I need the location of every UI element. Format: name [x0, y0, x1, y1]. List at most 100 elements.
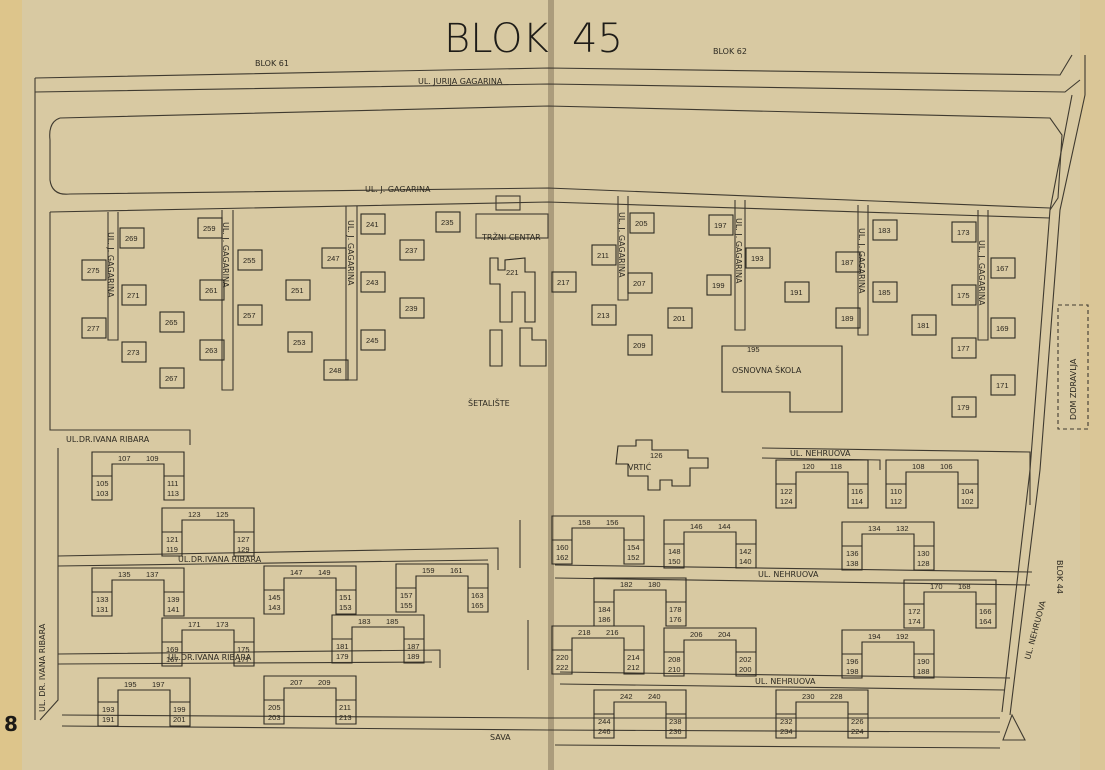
slab-number: 179	[336, 652, 349, 661]
tower-number: 239	[405, 304, 418, 313]
slab-number: 151	[339, 593, 352, 602]
page-number: 8	[4, 712, 18, 736]
slab-number: 157	[400, 591, 413, 600]
slab-number: 185	[386, 617, 399, 626]
slab-number: 146	[690, 522, 703, 531]
tower-left-20: 245	[360, 329, 386, 351]
slab-number: 236	[669, 727, 682, 736]
slab-number: 152	[627, 553, 640, 562]
tower-right-7: 197	[708, 214, 734, 236]
tower-right-13: 173	[951, 221, 977, 243]
slab-number: 183	[358, 617, 371, 626]
tower-number: 253	[293, 338, 306, 347]
slab-number: 166	[979, 607, 992, 616]
slab-number: 205	[268, 703, 281, 712]
tower-right-22: 171	[990, 374, 1016, 396]
slab-number: 138	[846, 559, 859, 568]
slab-number: 182	[620, 580, 633, 589]
tower-right-23: 179	[951, 396, 977, 418]
tower-number: 207	[633, 279, 646, 288]
slab-number: 118	[830, 462, 842, 471]
school-building	[721, 345, 843, 413]
slab-number: 155	[400, 601, 413, 610]
slab-number: 197	[152, 680, 165, 689]
slab-number: 212	[627, 663, 640, 672]
tower-number: 179	[957, 403, 970, 412]
label-setaliste: ŠETALIŠTE	[468, 397, 510, 408]
slab-number: 228	[830, 692, 843, 701]
tower-left-16: 235	[435, 211, 461, 233]
tower-left-11: 267	[159, 367, 185, 389]
title-number: 45	[572, 16, 623, 62]
tower-left-13: 253	[287, 331, 313, 353]
tower-number: 189	[841, 314, 854, 323]
tower-right-3: 207	[627, 272, 653, 294]
slab-number: 106	[940, 462, 953, 471]
tower-left-9: 273	[121, 341, 147, 363]
slab-number: 107	[118, 454, 131, 463]
slab-number: 124	[780, 497, 793, 506]
slab-number: 159	[422, 566, 435, 575]
street-j-gagarina-v2: UL. J. GAGARINA	[221, 222, 230, 288]
label-vrtic: VRTIĆ	[628, 461, 652, 472]
slab-number: 232	[780, 717, 793, 726]
tower-right-12: 183	[872, 219, 898, 241]
slab-number: 226	[851, 717, 864, 726]
tower-left-17: 237	[399, 239, 425, 261]
slab-number: 230	[802, 692, 815, 701]
slab-number: 198	[846, 667, 859, 676]
slab-number: 244	[598, 717, 611, 726]
slab-number: 142	[739, 547, 752, 556]
street-nehruova-3: UL. NEHRUOVA	[755, 677, 816, 686]
slab-number: 129	[237, 545, 250, 554]
tower-right-1: 211	[591, 244, 617, 266]
slab-number: 162	[556, 553, 569, 562]
tower-right-9: 199	[706, 274, 732, 296]
slab-number: 102	[961, 497, 974, 506]
slab-number: 190	[917, 657, 930, 666]
slab-number: 191	[102, 715, 115, 724]
slab-number: 156	[606, 518, 619, 527]
slab-number: 112	[890, 497, 902, 506]
slab-number: 193	[102, 705, 115, 714]
tower-number: 235	[441, 218, 454, 227]
street-nehruova-1: UL. NEHRUOVA	[790, 449, 851, 458]
slab-number: 109	[146, 454, 159, 463]
street-j-gagarina-v3: UL. J. GAGARINA	[346, 220, 355, 286]
slab-number: 234	[780, 727, 793, 736]
slab-number: 139	[167, 595, 180, 604]
tower-number: 213	[597, 311, 610, 320]
street-j-gagarina-v4: UL. J. GAGARINA	[617, 212, 626, 278]
tower-number: 257	[243, 311, 256, 320]
tower-left-14: 247	[321, 247, 347, 269]
street-ivana-ribara-3: UL.DR.IVANA RIBARA	[168, 653, 252, 662]
tower-number: 197	[714, 221, 727, 230]
slab-number: 207	[290, 678, 303, 687]
slab-number: 177	[237, 655, 250, 664]
slab-number: 110	[890, 487, 902, 496]
slab-number: 119	[166, 545, 178, 554]
slab-number: 194	[868, 632, 881, 641]
tower-number: 191	[790, 288, 803, 297]
slab-number: 189	[407, 652, 420, 661]
slab-number: 200	[739, 665, 752, 674]
tower-left-3: 271	[121, 284, 147, 306]
slab-number: 136	[846, 549, 859, 558]
tower-left-6: 277	[81, 317, 107, 339]
slab-number: 137	[146, 570, 159, 579]
slab-number: 163	[471, 591, 484, 600]
tower-number: 251	[291, 286, 304, 295]
tower-number: 183	[878, 226, 891, 235]
slab-number: 145	[268, 593, 281, 602]
tower-right-2: 217	[551, 271, 577, 293]
